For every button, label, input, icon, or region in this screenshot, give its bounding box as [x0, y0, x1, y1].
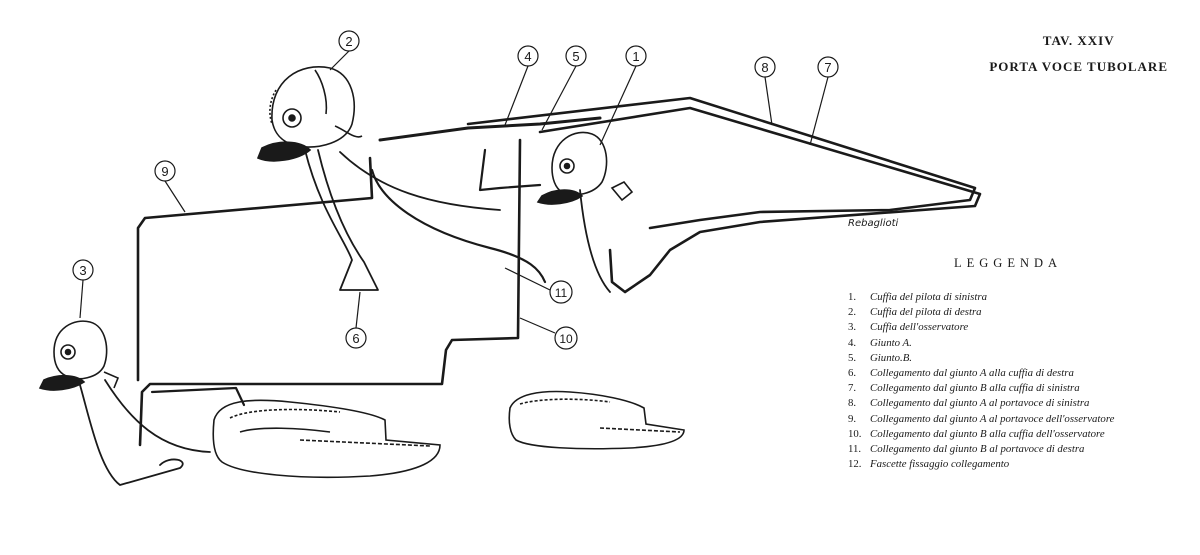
tube-11: [478, 148, 542, 192]
helmet-left-pilot: [536, 131, 634, 205]
callout-7: 7: [809, 56, 839, 146]
svg-text:6: 6: [352, 331, 359, 346]
callout-5: 5: [541, 45, 587, 131]
legend-title: LEGGENDA: [954, 256, 1063, 270]
svg-text:7: 7: [824, 60, 831, 75]
callout-3: 3: [72, 259, 94, 319]
legend-item: 12.Fascette fissaggio collegamento: [848, 458, 1010, 471]
callout-6: 6: [345, 291, 367, 349]
legend-item: 11.Collegamento dal giunto B al portavoc…: [848, 443, 1085, 456]
seat-observer: [212, 399, 441, 479]
legend-item: 2.Cuffia del pilota di destra: [848, 306, 982, 319]
svg-text:4: 4: [524, 49, 531, 64]
legend-item: 5.Giunto.B.: [848, 351, 912, 364]
svg-text:1: 1: [632, 49, 639, 64]
artist-signature: Rebaglioti: [848, 218, 899, 229]
legend-item: 6.Collegamento dal giunto A alla cuffia …: [848, 367, 1074, 380]
helmet-right-pilot: [256, 66, 363, 162]
svg-text:11: 11: [555, 286, 568, 300]
svg-text:5: 5: [572, 49, 579, 64]
callout-9: 9: [154, 160, 186, 213]
callout-10: 10: [519, 317, 578, 350]
headset-cord-2b: [339, 151, 501, 211]
headset-cord-3: [79, 384, 184, 486]
headset-cord-1: [579, 189, 611, 293]
legend-item: 3.Cuffia dell'osservatore: [848, 321, 969, 334]
svg-text:2: 2: [345, 34, 352, 49]
svg-text:9: 9: [161, 164, 168, 179]
svg-text:3: 3: [79, 263, 86, 278]
legend-item: 7.Collegamento dal giunto B alla cuffia …: [848, 382, 1080, 395]
callout-8: 8: [754, 56, 776, 126]
legend-item: 8.Collegamento dal giunto A al portavoce…: [848, 397, 1090, 410]
headset-cord-2a: [304, 149, 379, 291]
tube-7: [538, 106, 982, 294]
tube-8: [466, 96, 977, 230]
svg-text:8: 8: [761, 60, 768, 75]
legend-item: 1.Cuffia del pilota di sinistra: [848, 291, 987, 303]
tube-11b: [370, 168, 547, 284]
tube-joint-bar: [378, 116, 602, 142]
tube-10: [138, 138, 522, 447]
plate-title: PORTA VOCE TUBOLARE: [989, 59, 1168, 74]
plate-number: TAV. XXIV: [1042, 33, 1115, 48]
legend-list: 1.Cuffia del pilota di sinistra 2.Cuffia…: [848, 290, 1114, 472]
legend-item: 9.Collegamento dal giunto A al portavoce…: [848, 412, 1115, 425]
headset-cord-3b: [104, 379, 211, 453]
svg-text:10: 10: [559, 332, 573, 346]
plate-header: TAV. XXIV PORTA VOCE TUBOLARE: [989, 28, 1168, 80]
legend-item: 4.Giunto A.: [848, 336, 912, 349]
callout-11: 11: [504, 267, 573, 304]
seat-pilot: [508, 390, 685, 450]
helmet-observer: [38, 320, 120, 391]
callout-group: 1 2 3 4 5 6 7: [72, 30, 839, 350]
callout-2: 2: [329, 30, 360, 71]
callout-1: 1: [599, 45, 647, 146]
tube-lower: [150, 386, 246, 407]
tube-9: [136, 156, 374, 382]
callout-4: 4: [504, 45, 539, 126]
legend-item: 10.Collegamento dal giunto B alla cuffia…: [848, 427, 1105, 440]
